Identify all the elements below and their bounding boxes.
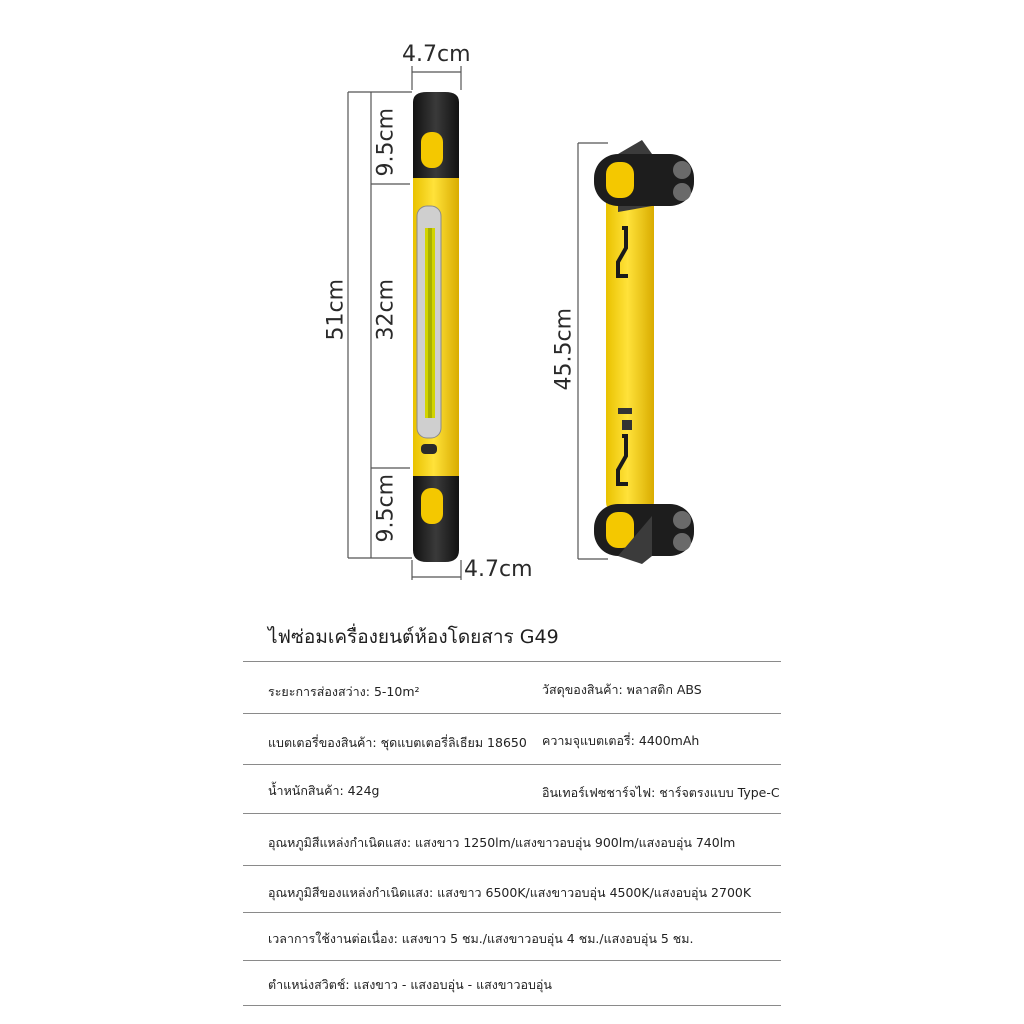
spec-material: วัสดุของสินค้า: พลาสติก ABS <box>542 682 702 697</box>
width-top-label: 4.7cm <box>402 42 471 67</box>
work-light-folded-image <box>594 140 694 564</box>
handle-bottom-label: 9.5cm <box>373 473 399 543</box>
spec-color-temperature: อุณหภูมิสีของแหล่งกำเนิดแสง: แสงขาว 6500… <box>268 885 752 900</box>
spec-runtime: เวลาการใช้งานต่อเนื่อง: แสงขาว 5 ชม./แสง… <box>268 931 694 946</box>
spec-row: อุณหภูมิสีแหล่งกำเนิดแสง: แสงขาว 1250lm/… <box>243 813 781 865</box>
spec-switch-positions: ตำแหน่งสวิตช์: แสงขาว - แสงอบอุ่น - แสงข… <box>268 977 552 992</box>
spec-row: เวลาการใช้งานต่อเนื่อง: แสงขาว 5 ชม./แสง… <box>243 912 781 960</box>
spec-battery: แบตเตอรี่ของสินค้า: ชุดแบตเตอรี่ลิเธียม … <box>268 735 527 750</box>
spec-row: อุณหภูมิสีของแหล่งกำเนิดแสง: แสงขาว 6500… <box>243 865 781 912</box>
spec-row: แบตเตอรี่ของสินค้า: ชุดแบตเตอรี่ลิเธียม … <box>243 713 781 764</box>
total-length-label: 51cm <box>323 278 349 341</box>
dimension-lines <box>347 66 608 580</box>
width-bottom-label: 4.7cm <box>464 557 533 582</box>
spec-row: ระยะการส่องสว่าง: 5-10m² วัสดุของสินค้า:… <box>243 661 781 713</box>
work-light-front-image <box>413 92 459 562</box>
spec-row: น้ำหนักสินค้า: 424g อินเทอร์เฟซชาร์จไฟ: … <box>243 764 781 813</box>
folded-length-label: 45.5cm <box>551 307 577 391</box>
spec-illumination-range: ระยะการส่องสว่าง: 5-10m² <box>268 684 420 699</box>
spec-lumens: อุณหภูมิสีแหล่งกำเนิดแสง: แสงขาว 1250lm/… <box>268 835 736 850</box>
spec-row: ตำแหน่งสวิตช์: แสงขาว - แสงอบอุ่น - แสงข… <box>243 960 781 1006</box>
spec-table: ระยะการส่องสว่าง: 5-10m² วัสดุของสินค้า:… <box>243 661 781 1006</box>
handle-top-label: 9.5cm <box>373 107 399 177</box>
spec-charging: อินเทอร์เฟซชาร์จไฟ: ชาร์จตรงแบบ Type-C <box>542 785 780 800</box>
spec-capacity: ความจุแบตเตอรี่: 4400mAh <box>542 733 700 748</box>
product-title: ไฟซ่อมเครื่องยนต์ห้องโดยสาร G49 <box>268 626 559 648</box>
spec-weight: น้ำหนักสินค้า: 424g <box>268 783 380 798</box>
light-panel-label: 32cm <box>373 278 399 341</box>
